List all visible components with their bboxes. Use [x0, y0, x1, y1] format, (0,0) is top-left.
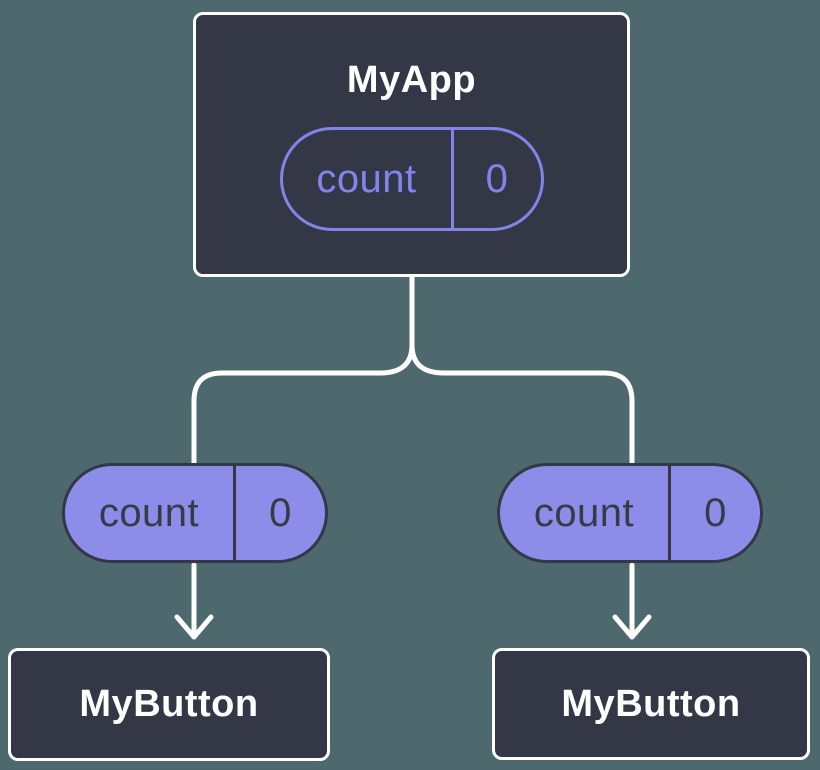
child-component-name: MyButton [79, 683, 259, 725]
root-component-card: MyApp count 0 [193, 12, 630, 277]
prop-value-label: 0 [704, 490, 727, 535]
child-prop-pill: count 0 [62, 463, 328, 563]
right-branch-line [409, 342, 635, 469]
prop-value-label: 0 [269, 490, 292, 535]
root-component-name: MyApp [346, 59, 477, 101]
arrow-down-icon [612, 562, 652, 640]
left-branch-line [191, 342, 415, 469]
child-component-card: MyButton [8, 648, 330, 761]
prop-name-label: count [98, 490, 200, 535]
child-component-name: MyButton [561, 682, 741, 725]
prop-name-label: count [316, 156, 417, 201]
prop-name-label: count [533, 490, 635, 535]
pill-divider [233, 466, 236, 560]
prop-value-label: 0 [485, 156, 509, 201]
pill-divider [450, 130, 454, 228]
child-prop-pill: count 0 [497, 463, 763, 563]
child-component-card: MyButton [492, 648, 810, 760]
root-prop-pill: count 0 [279, 127, 544, 231]
pill-divider [668, 466, 671, 560]
arrow-down-icon [174, 562, 214, 640]
